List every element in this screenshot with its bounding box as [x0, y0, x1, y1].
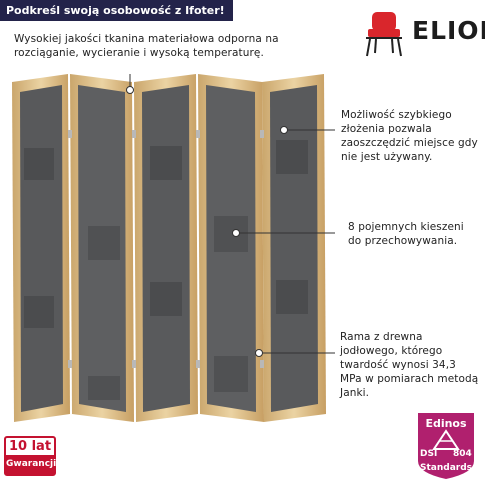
callout-dot [255, 349, 263, 357]
divider-panel [134, 74, 198, 422]
room-divider-image [12, 74, 335, 422]
promo-banner-text: Podkreśl swoją osobowość z Ifoter! [6, 4, 225, 17]
annotation-fabric: Wysokiej jakości tkanina materiałowa odp… [14, 33, 279, 59]
warranty-label: Gwarancji [6, 455, 56, 474]
annotation-frame: Rama z drewna jodłowego, którego twardoś… [340, 331, 479, 399]
promo-banner: Podkreśl swoją osobowość z Ifoter! [0, 0, 233, 21]
divider-panel [12, 74, 70, 422]
warranty-badge: 10 lat Gwarancji [4, 436, 56, 476]
certification-badge: Edinos DSI 804 Standards [414, 413, 478, 479]
annotation-pockets: 8 pojemnych kieszeni do przechowywania. [348, 221, 464, 247]
badge-title: Edinos [425, 417, 467, 430]
divider-panel [262, 74, 326, 422]
hinges [68, 130, 264, 368]
badge-shield-icon [418, 413, 474, 479]
callout-dot [280, 126, 288, 134]
divider-panel [70, 74, 134, 422]
warranty-years: 10 lat [8, 439, 52, 454]
badge-number: 804 [453, 449, 472, 459]
annotation-folding: Możliwość szybkiego złożenia pozwala zao… [341, 109, 478, 163]
divider-panel [198, 74, 264, 422]
brand-name: ELIOR [412, 16, 485, 45]
badge-dsi: DSI [420, 449, 438, 459]
brand-logo: ELIOR [360, 10, 485, 58]
callout-dot [126, 86, 134, 94]
callout-dot [232, 229, 240, 237]
badge-standards: Standards [419, 463, 473, 473]
chair-icon [366, 12, 402, 57]
